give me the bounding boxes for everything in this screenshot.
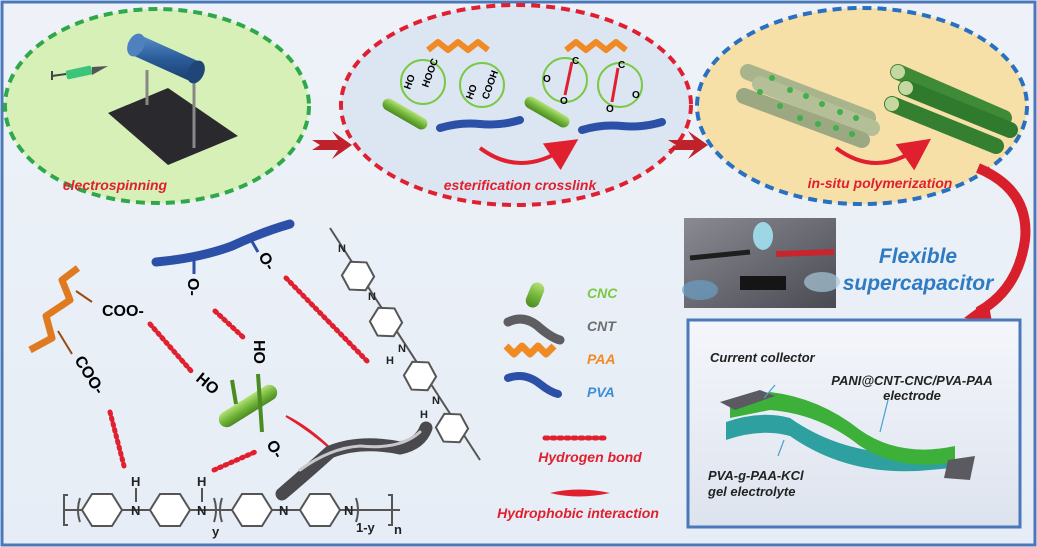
curved-arrow (478, 139, 579, 171)
pani-n: N (197, 503, 206, 518)
device-schematic-panel: Current collector PANI@CNT-CNC/PVA-PAA e… (686, 318, 1022, 529)
pani-h: H (420, 409, 428, 421)
current-collector (720, 390, 775, 410)
pani-n: N (398, 343, 406, 355)
group-label: COO- (102, 303, 144, 320)
pani-formula (63, 488, 400, 527)
paa-chain (564, 39, 628, 53)
legend-label-hydrophobic: Hydrophobic interaction (497, 505, 659, 521)
label-electrolyte-line1: PVA-g-PAA-KCl (708, 468, 804, 483)
device-title-line1: Flexible (879, 245, 958, 268)
cnc-rod (382, 98, 428, 130)
pani-n: N (432, 395, 440, 407)
current-collector (944, 456, 975, 480)
legend-swatch-pva (504, 372, 562, 398)
legend-swatch-cnc (525, 282, 545, 308)
step-in-situ-polymerization: in-situ polymerization (695, 6, 1029, 206)
pani-h: H (197, 474, 206, 489)
pani-n: N (131, 503, 140, 518)
syringe-icon (51, 65, 108, 80)
group-label: O- (255, 250, 279, 274)
cnc-rod (218, 384, 278, 428)
step-label: esterification crosslink (444, 177, 598, 193)
legend-label-hydrogen-bond: Hydrogen bond (538, 449, 642, 465)
legend-label-paa: PAA (587, 351, 616, 367)
pani-subscript-y: y (212, 524, 220, 539)
curved-arrow (834, 138, 932, 171)
cnc-rod (524, 96, 570, 128)
label-electrolyte-line2: gel electrolyte (707, 484, 795, 499)
pani-n: N (344, 503, 353, 518)
group-label: C (572, 56, 579, 67)
paa-chain (426, 39, 490, 53)
step-esterification: HO HOOC HO COOH O C O O C O esterificati… (339, 3, 693, 207)
group-label: HO (250, 340, 267, 364)
interaction-scheme: COO- COO- O- O- HO HO O- (28, 219, 481, 539)
pva-chain (151, 219, 295, 267)
label-electrode-line1: PANI@CNT-CNC/PVA-PAA (831, 373, 992, 388)
paa-chain (28, 265, 81, 354)
group-label: O- (263, 438, 287, 462)
group-label: C (618, 60, 625, 71)
group-label: O- (184, 278, 201, 296)
pani-h: H (131, 474, 140, 489)
pani-h: H (386, 355, 394, 367)
pani-n: N (279, 503, 288, 518)
legend-swatch-paa (503, 342, 557, 358)
pani-subscript-1-y: 1-y (356, 520, 376, 535)
electrode-layer (730, 392, 955, 465)
rotating-drum (127, 33, 205, 84)
step-label: electrospinning (63, 177, 168, 193)
label-current-collector: Current collector (710, 350, 816, 365)
pani-n: N (338, 243, 346, 255)
pani-subscript-n: n (394, 522, 402, 537)
step-electrospinning: electrospinning (3, 7, 311, 205)
legend: CNC CNT PAA PVA Hydrogen bond Hydrophobi… (497, 282, 659, 521)
collector-plate (108, 88, 238, 165)
label-electrode-line2: electrode (883, 388, 941, 403)
group-label: HO (402, 73, 418, 91)
fiber-bundle-coated-dots (736, 64, 880, 148)
pani-n: N (368, 291, 376, 303)
device-title-line2: supercapacitor (843, 272, 995, 295)
hydrogen-bonds (107, 275, 371, 473)
pani-diagonal (329, 227, 481, 461)
device-arrow (975, 163, 1031, 317)
legend-label-cnc: CNC (587, 285, 618, 301)
legend-label-cnt: CNT (587, 318, 617, 334)
legend-label-pva: PVA (587, 384, 615, 400)
step-arrow (668, 131, 708, 159)
group-label: O (606, 104, 614, 115)
pva-chain (436, 116, 524, 132)
device-photo (682, 218, 840, 308)
step-ellipse (339, 3, 693, 207)
step-ellipse (695, 6, 1029, 206)
group-label: O (632, 90, 640, 101)
legend-hydrophobic-swatch (550, 489, 610, 497)
fiber-bundle-pani-coated (884, 64, 1018, 154)
group-label: O (543, 74, 551, 85)
group-label: HO (464, 83, 480, 101)
legend-swatch-cnt (503, 314, 565, 345)
group-label: O (560, 96, 568, 107)
pva-chain (578, 118, 666, 134)
step-arrow (312, 131, 352, 159)
step-label: in-situ polymerization (808, 175, 953, 191)
